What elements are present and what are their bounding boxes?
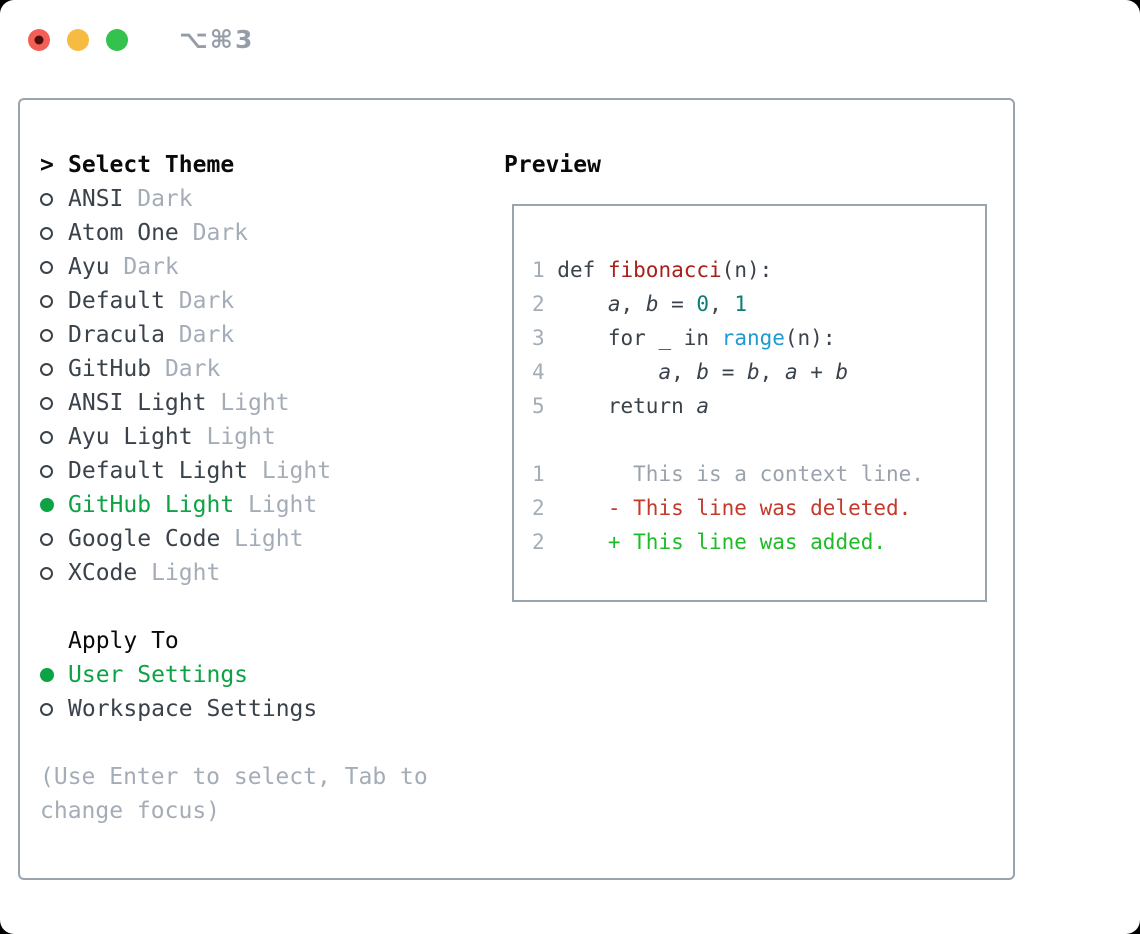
spacer bbox=[40, 726, 428, 760]
diff-deleted-line: 2 - This line was deleted. bbox=[532, 496, 912, 520]
preview-box: 1 def fibonacci(n): 2 a, b = 0, 1 3 for _ … bbox=[512, 204, 987, 602]
selection-cursor-icon: > bbox=[40, 152, 54, 178]
radio-icon bbox=[40, 464, 53, 478]
window-title: ⌥⌘3 bbox=[179, 25, 255, 54]
theme-option-ansi[interactable]: ANSI Dark bbox=[40, 182, 428, 216]
theme-option-default[interactable]: Default Dark bbox=[40, 284, 428, 318]
apply-option-label: User Settings bbox=[68, 662, 249, 688]
code-line: 3 for _ in range(n): bbox=[532, 326, 836, 350]
preview-title: Preview bbox=[504, 152, 601, 178]
spacer bbox=[40, 590, 428, 624]
theme-option-atom-one[interactable]: Atom One Dark bbox=[40, 216, 428, 250]
theme-variant-badge: Light bbox=[137, 560, 221, 586]
theme-option-ayu-light[interactable]: Ayu Light Light bbox=[40, 420, 428, 454]
theme-name: GitHub Light bbox=[68, 492, 235, 518]
radio-icon bbox=[40, 566, 53, 580]
apply-to-header: Apply To bbox=[40, 624, 428, 658]
apply-option-workspace-settings[interactable]: Workspace Settings bbox=[40, 692, 428, 726]
theme-name: Ayu Light bbox=[68, 424, 193, 450]
radio-selected-icon bbox=[40, 498, 54, 512]
theme-name: Default Light bbox=[68, 458, 249, 484]
theme-option-google-code[interactable]: Google Code Light bbox=[40, 522, 428, 556]
theme-option-github[interactable]: GitHub Dark bbox=[40, 352, 428, 386]
theme-variant-badge: Light bbox=[248, 458, 332, 484]
theme-option-ayu[interactable]: Ayu Dark bbox=[40, 250, 428, 284]
radio-selected-icon bbox=[40, 668, 54, 682]
apply-option-user-settings[interactable]: User Settings bbox=[40, 658, 428, 692]
theme-variant-badge: Dark bbox=[178, 220, 249, 246]
theme-name: Google Code bbox=[68, 526, 221, 552]
zoom-button[interactable] bbox=[106, 28, 128, 51]
radio-icon bbox=[40, 294, 53, 308]
radio-icon bbox=[40, 260, 53, 274]
theme-variant-badge: Dark bbox=[164, 288, 235, 314]
theme-name: ANSI Light bbox=[68, 390, 207, 416]
radio-icon bbox=[40, 192, 53, 206]
theme-option-xcode[interactable]: XCode Light bbox=[40, 556, 428, 590]
theme-name: GitHub bbox=[68, 356, 152, 382]
radio-icon bbox=[40, 702, 53, 716]
theme-variant-badge: Dark bbox=[109, 254, 179, 280]
preview-section: Preview 1 def fibonacci(n): 2 a, b = 0, 1… bbox=[504, 148, 987, 602]
theme-option-ansi-light[interactable]: ANSI Light Light bbox=[40, 386, 428, 420]
theme-variant-badge: Dark bbox=[164, 322, 235, 348]
titlebar: ⌥⌘3 bbox=[28, 25, 254, 54]
keyboard-hint-line2: change focus) bbox=[40, 798, 221, 824]
theme-name: Ayu bbox=[68, 254, 110, 280]
close-button[interactable] bbox=[28, 28, 50, 51]
diff-context-line: 1 This is a context line. bbox=[532, 462, 924, 486]
apply-option-label: Workspace Settings bbox=[68, 696, 318, 722]
keyboard-hint-line1: (Use Enter to select, Tab to bbox=[40, 764, 428, 790]
radio-icon bbox=[40, 226, 53, 240]
diff-added-line: 2 + This line was added. bbox=[532, 530, 887, 554]
theme-variant-badge: Dark bbox=[151, 356, 221, 382]
minimize-button[interactable] bbox=[67, 28, 89, 51]
code-line: 1 def fibonacci(n): bbox=[532, 258, 773, 282]
code-line: 4 a, b = b, a + b bbox=[532, 360, 849, 384]
radio-icon bbox=[40, 328, 53, 342]
theme-name: ANSI bbox=[68, 186, 124, 212]
radio-icon bbox=[40, 396, 53, 410]
apply-to-title: Apply To bbox=[68, 628, 179, 654]
close-dot-icon bbox=[34, 35, 44, 44]
blank-line bbox=[532, 423, 985, 457]
theme-option-default-light[interactable]: Default Light Light bbox=[40, 454, 428, 488]
code-line: 5 return a bbox=[532, 394, 710, 418]
theme-variant-badge: Dark bbox=[123, 186, 193, 212]
radio-icon bbox=[40, 532, 53, 546]
radio-icon bbox=[40, 362, 53, 376]
theme-name: Atom One bbox=[68, 220, 179, 246]
radio-icon bbox=[40, 430, 53, 444]
theme-option-dracula[interactable]: Dracula Dark bbox=[40, 318, 428, 352]
code-line: 2 a, b = 0, 1 bbox=[532, 292, 748, 316]
theme-name: Dracula bbox=[68, 322, 165, 348]
theme-variant-badge: Light bbox=[206, 390, 290, 416]
theme-option-github-light[interactable]: GitHub Light Light bbox=[40, 488, 428, 522]
theme-variant-badge: Light bbox=[234, 492, 318, 518]
select-theme-title: Select Theme bbox=[68, 152, 235, 178]
theme-variant-badge: Light bbox=[192, 424, 276, 450]
select-theme-header: > Select Theme bbox=[40, 148, 428, 182]
theme-name: XCode bbox=[68, 560, 138, 586]
theme-name: Default bbox=[68, 288, 165, 314]
theme-variant-badge: Light bbox=[220, 526, 304, 552]
